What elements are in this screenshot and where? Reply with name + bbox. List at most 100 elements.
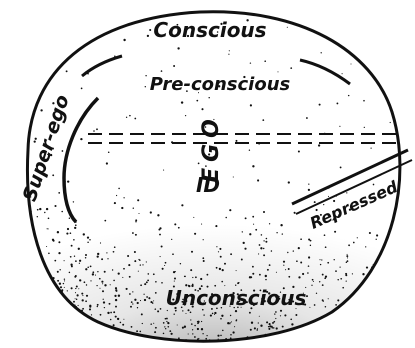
stipple-dot [370,276,371,277]
stipple-dot [378,283,380,285]
stipple-dot [339,333,341,335]
stipple-dot [370,29,372,31]
stipple-dot [94,343,96,345]
stipple-dot [125,341,127,343]
stipple-dot [70,307,71,308]
stipple-dot [339,126,340,127]
stipple-dot [56,340,57,341]
stipple-dot [47,305,49,307]
stipple-dot [229,50,230,51]
stipple-dot [390,250,392,252]
stipple-dot [34,310,36,312]
stipple-dot [319,104,321,106]
stipple-dot [27,229,29,231]
stipple-dot [326,343,327,344]
stipple-dot [339,344,340,345]
stipple-dot [394,286,396,288]
stipple-dot [66,70,68,72]
stipple-dot [375,338,376,339]
stipple-dot [343,332,344,333]
stipple-dot [149,29,151,31]
stipple-dot [23,267,25,269]
stipple-dot [316,343,318,345]
stipple-dot [92,324,93,325]
stipple-dot [362,345,364,347]
stipple-dot [379,314,381,316]
stipple-dot [371,343,373,345]
stipple-dot [375,269,376,270]
stipple-dot [363,100,365,102]
stipple-dot [369,335,371,337]
stipple-dot [170,343,172,345]
stipple-dot [24,316,26,318]
stipple-dot [48,296,50,298]
stipple-dot [399,303,401,305]
stipple-dot [298,150,300,152]
stipple-dot [30,265,32,267]
stipple-dot [28,256,30,258]
stipple-dot [356,320,358,322]
stipple-dot [29,301,31,303]
stipple-dot [346,337,347,338]
stipple-dot [407,308,409,310]
stipple-dot [39,19,41,21]
stipple-dot [384,331,386,333]
stipple-dot [355,344,356,345]
stipple-dot [345,340,347,342]
stipple-dot [392,276,394,278]
stipple-dot [33,275,34,276]
stipple-dot [38,341,39,342]
stipple-dot [299,342,301,344]
stipple-dot [123,39,125,41]
stipple-dot [401,221,403,223]
stipple-dot [299,337,301,339]
stipple-dot [24,306,25,307]
stipple-dot [249,150,250,151]
stipple-dot [339,343,341,345]
stipple-dot [344,330,346,332]
stipple-dot [402,298,403,299]
stipple-dot [393,333,395,335]
stipple-dot [354,310,356,312]
stipple-dot [147,342,148,343]
stipple-dot [36,327,38,329]
stipple-dot [340,166,342,168]
stipple-dot [391,288,393,290]
stipple-dot [326,342,327,343]
stipple-dot [173,65,175,67]
stipple-dot [64,300,65,301]
stipple-dot [67,319,69,321]
stipple-dot [93,326,95,328]
stipple-dot [346,338,347,339]
stipple-dot [346,304,348,306]
stipple-dot [356,319,358,321]
stipple-dot [37,332,38,333]
stipple-dot [24,289,26,291]
stipple-dot [58,309,60,311]
stipple-dot [108,151,110,153]
stipple-dot [36,332,38,334]
stipple-dot [161,70,163,72]
stipple-dot [52,318,53,319]
stipple-dot [334,338,336,340]
stipple-dot [45,284,47,286]
stipple-dot [366,344,367,345]
stipple-dot [338,332,339,333]
stipple-dot [396,330,398,332]
stipple-dot [380,335,381,336]
stipple-dot [164,345,165,346]
stipple-dot [332,317,334,319]
stipple-dot [401,136,403,138]
stipple-dot [146,342,147,343]
stipple-dot [24,230,26,232]
stipple-dot [353,325,354,326]
stipple-dot [277,71,278,72]
stipple-dot [259,343,260,344]
stipple-dot [93,330,95,332]
stipple-dot [369,282,371,284]
stipple-dot [154,11,155,12]
stipple-dot [44,309,46,311]
stipple-dot [405,334,407,336]
stipple-dot [302,334,304,336]
stipple-dot [264,60,266,62]
